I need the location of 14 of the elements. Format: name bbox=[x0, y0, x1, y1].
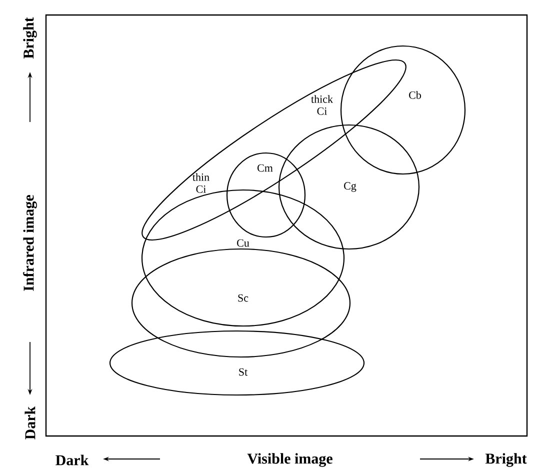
region-label: Cu bbox=[237, 239, 250, 247]
axis-label: Infrared image bbox=[23, 195, 37, 291]
region-label: Cg bbox=[344, 182, 356, 192]
axis-label: Visible image bbox=[247, 453, 332, 467]
region-label: Cb bbox=[409, 91, 421, 99]
axis-label: Dark bbox=[56, 454, 89, 466]
region-label: thin Ci bbox=[192, 173, 210, 193]
axis-label: Bright bbox=[23, 17, 37, 59]
region-label: thick Ci bbox=[311, 95, 333, 115]
axis-label: Dark bbox=[24, 406, 36, 440]
region-label: St bbox=[239, 368, 248, 376]
region-label: Sc bbox=[238, 294, 248, 302]
region-label: Cm bbox=[258, 164, 273, 172]
axis-label: Bright bbox=[485, 453, 527, 467]
